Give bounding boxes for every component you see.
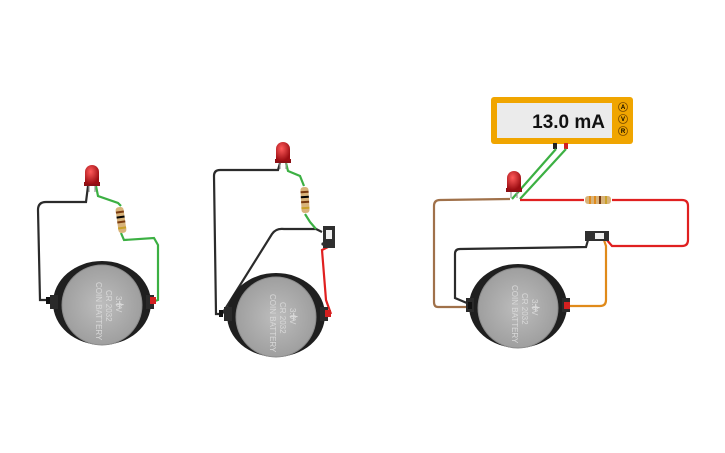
wire-black[interactable] [221, 227, 323, 315]
terminal-minus[interactable] [46, 297, 50, 304]
battery-label-3: 3.0V [530, 299, 539, 316]
mode-a-button[interactable]: A [618, 102, 628, 112]
battery-plus: + [531, 300, 540, 317]
battery-label-1: COIN BATTERY [268, 294, 277, 353]
battery-label-2: CR 2032 [104, 290, 113, 322]
probe-terminal-red[interactable] [564, 143, 568, 149]
circuit-3: 13.0 mA A V R [432, 97, 690, 349]
wire-green[interactable] [284, 162, 306, 187]
circuit-2: COIN BATTERY CR 2032 3.0V + [212, 141, 335, 358]
svg-text:V: V [621, 117, 625, 123]
wire-black[interactable] [453, 239, 590, 308]
probe-terminal-black[interactable] [553, 143, 557, 149]
slide-switch[interactable] [585, 231, 609, 241]
mode-r-button[interactable]: R [618, 126, 628, 136]
led[interactable] [83, 164, 101, 193]
led[interactable] [505, 170, 523, 199]
circuit-1: COIN BATTERY CR 2032 3.0V + [36, 164, 160, 346]
battery-label-3: 3.0V [114, 296, 123, 313]
resistor[interactable] [585, 196, 611, 204]
multimeter[interactable]: 13.0 mA A V R [491, 97, 633, 149]
wire-green[interactable] [119, 232, 160, 304]
terminal-minus[interactable] [468, 302, 472, 309]
coin-battery[interactable]: COIN BATTERY CR 2032 3.0V + [49, 260, 155, 346]
wire-green[interactable] [304, 213, 317, 230]
wire-green[interactable] [519, 148, 567, 200]
terminal-minus[interactable] [219, 310, 223, 317]
slide-switch[interactable] [321, 226, 335, 248]
terminal-plus[interactable] [564, 302, 570, 309]
wire-brown[interactable] [432, 197, 511, 309]
led[interactable] [274, 141, 292, 170]
battery-label-1: COIN BATTERY [94, 282, 103, 341]
coin-battery[interactable]: COIN BATTERY CR 2032 3.0V + [465, 263, 571, 349]
battery-label-2: CR 2032 [278, 302, 287, 334]
terminal-plus[interactable] [150, 297, 156, 304]
wire-red[interactable] [320, 245, 333, 315]
resistor[interactable] [300, 186, 310, 214]
battery-label-3: 3.0V [288, 308, 297, 325]
wire-red[interactable] [605, 198, 690, 248]
coin-battery[interactable]: COIN BATTERY CR 2032 3.0V + [223, 272, 329, 358]
battery-plus: + [289, 309, 298, 326]
wire-black[interactable] [36, 185, 90, 302]
wire-green[interactable] [94, 185, 122, 207]
battery-label-1: COIN BATTERY [510, 285, 519, 344]
mode-v-button[interactable]: V [618, 114, 628, 124]
terminal-plus[interactable] [325, 310, 331, 317]
battery-plus: + [115, 297, 124, 314]
multimeter-reading: 13.0 mA [532, 112, 605, 133]
svg-text:R: R [621, 129, 626, 135]
battery-label-2: CR 2032 [520, 293, 529, 325]
resistor[interactable] [115, 206, 127, 234]
svg-text:A: A [621, 105, 626, 111]
wire-orange[interactable] [566, 239, 608, 308]
wire-black[interactable] [212, 162, 282, 316]
